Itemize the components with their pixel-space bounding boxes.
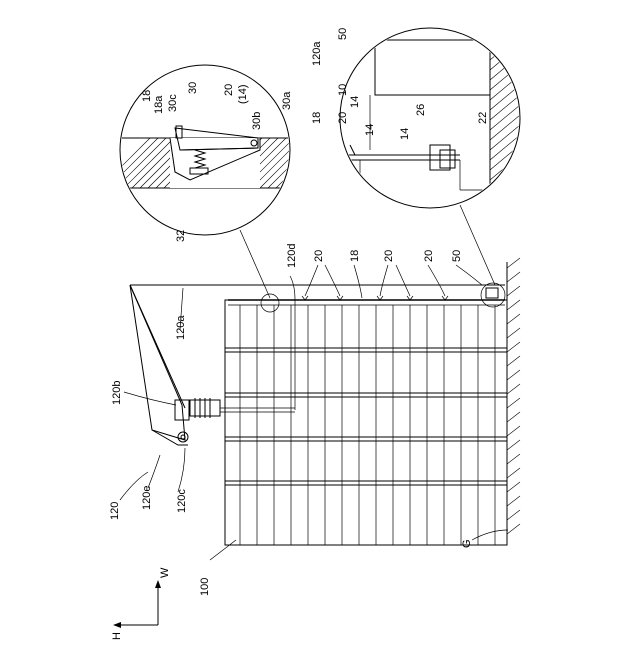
sensor-markers [302,288,498,300]
ground-hatch-line [507,510,520,520]
d1-label-20: 20 [223,84,235,96]
d2-label-22: 22 [477,112,489,124]
ground-hatch-line [507,482,520,492]
section-hatch-line [276,138,326,188]
unit-50 [486,288,498,298]
section-hatch-line [260,138,310,188]
d1-label-18: 18 [141,90,153,102]
section-hatch-line [124,138,174,188]
ground-hatch-line [507,258,520,268]
label-20b: 20 [383,250,395,262]
ground-hatch-line [507,314,520,324]
d1-label-30b: 30b [251,112,263,130]
label-120d: 120d [286,244,298,268]
label-20a: 20 [313,250,325,262]
ground-hatch-line [507,412,520,422]
ground-hatch-line [507,496,520,506]
d2-label-10: 10 [337,84,349,96]
ground-hatch-line [507,370,520,380]
section-hatch-line [100,138,150,188]
ground-hatch-line [507,468,520,478]
wall-hatch-line [490,25,520,50]
d1-label-30a: 30a [281,91,293,110]
d1-label-30: 30 [187,82,199,94]
ground-hatch-line [507,356,520,366]
label-100: 100 [199,578,211,596]
d2-label-18: 18 [311,112,323,124]
wall-hatch-line [490,165,520,190]
d2-label-14a: 14 [349,96,361,108]
ground-hatch-line [507,342,520,352]
wall-hatch-line [490,115,520,140]
label-120: 120 [109,502,121,520]
wall-hatch-line [490,5,520,30]
ground-hatch-line [507,524,520,534]
d2-label-20: 20 [337,112,349,124]
wall-hatch-line [490,105,520,130]
ground [507,258,520,545]
ground-hatch-line [507,440,520,450]
wall-hatch-line [490,185,520,210]
label-120c: 120c [176,489,188,513]
reference-labels: 100 120 120a 120b 120c 120d 120e 18 20 2… [109,28,489,640]
label-120b: 120b [111,381,123,405]
ground-hatch-line [507,286,520,296]
section-hatch-line [116,138,166,188]
ground-hatch-line [507,454,520,464]
section-hatch-line [292,138,342,188]
ground-hatch-line [507,328,520,338]
d1-label-30c: 30c [167,94,179,112]
wall-hatch-line [490,95,520,120]
section-hatch-line [300,138,350,188]
d2-label-14b: 14 [364,124,376,136]
section-hatch-line [284,138,334,188]
d2-label-120a: 120a [311,41,323,66]
label-H: H [111,632,123,640]
section-hatch-line [108,138,158,188]
label-18: 18 [349,250,361,262]
storage-rack [225,300,507,545]
wall-hatch-line [490,35,520,60]
wall-hatch-line [490,45,520,70]
d1-label-32: 32 [175,230,187,242]
label-20c: 20 [423,250,435,262]
label-120e: 120e [141,486,153,510]
ground-hatch-line [507,426,520,436]
d2-label-50: 50 [337,28,349,40]
d1-label-18a: 18a [153,95,165,114]
d2-label-26: 26 [415,104,427,116]
label-G: G [461,539,473,548]
wall-hatch-line [490,15,520,40]
crane-arm [130,285,505,445]
ground-hatch-line [507,384,520,394]
ground-hatch-line [507,300,520,310]
wall-hatch-line [490,175,520,200]
label-W: W [159,567,171,578]
label-50: 50 [451,250,463,262]
section-hatch-line [268,138,318,188]
wall-hatch-line [490,75,520,100]
ground-hatch-line [507,398,520,408]
d1-label-14p: (14) [237,84,249,104]
leader-lines [113,265,508,628]
section-hatch-line [316,138,366,188]
ground-hatch-line [507,272,520,282]
wall-hatch-line [490,145,520,170]
d2-label-14c: 14 [399,128,411,140]
